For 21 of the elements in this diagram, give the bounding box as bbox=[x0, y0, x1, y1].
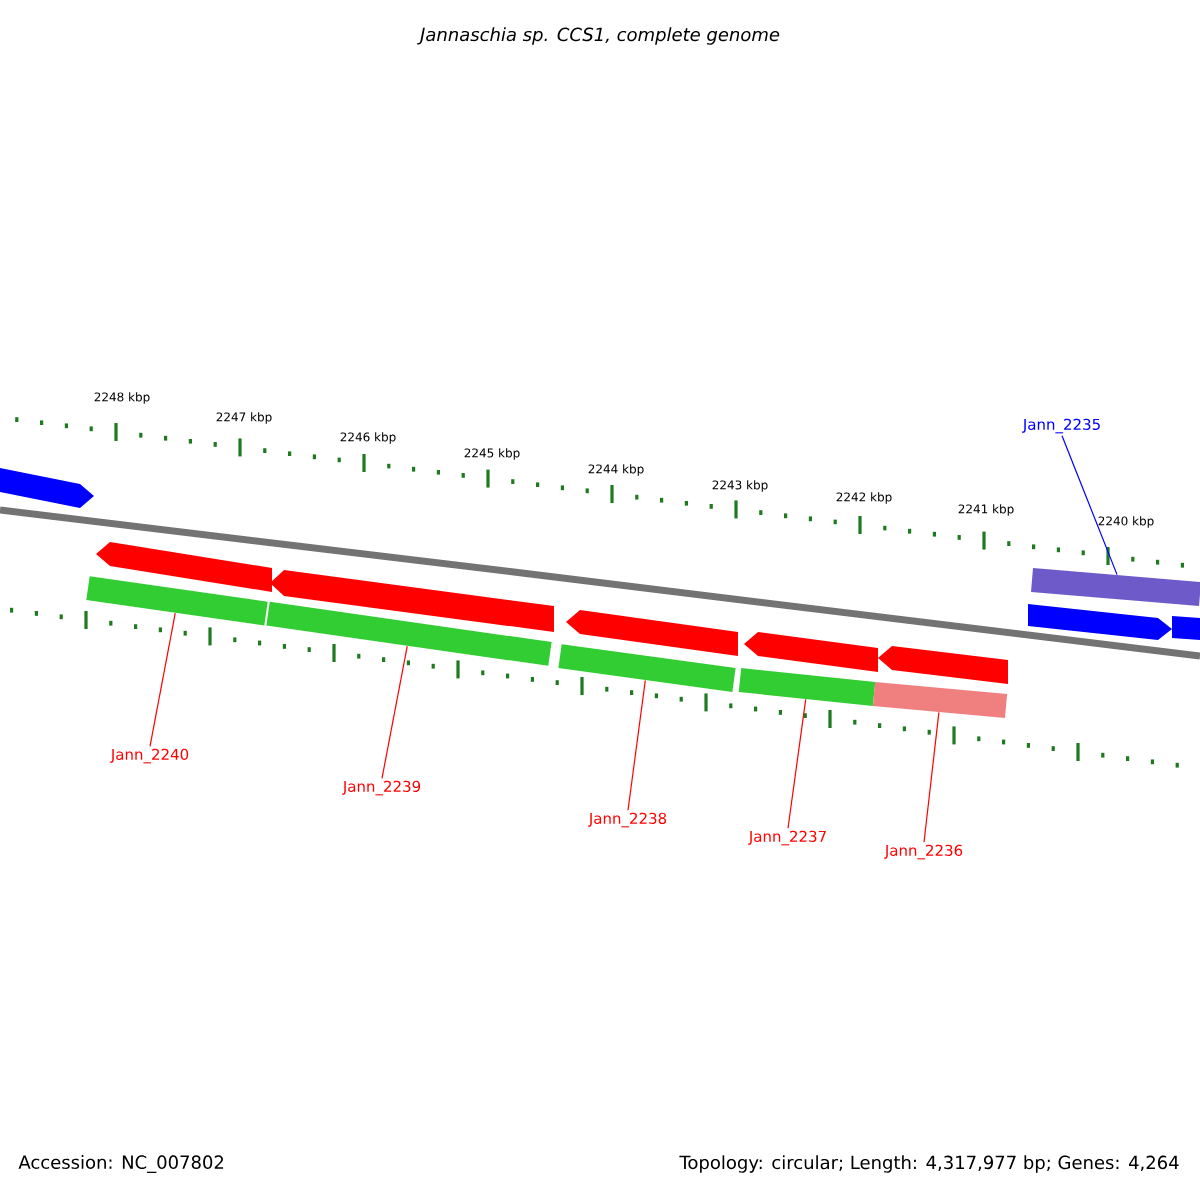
gene-bar bbox=[266, 601, 552, 666]
gene-arrow-shape bbox=[566, 610, 738, 656]
gene-arrow-shape bbox=[0, 468, 94, 508]
gene-bar bbox=[86, 576, 268, 626]
info-text: Accession: NC_007802 bbox=[18, 1155, 224, 1173]
gene-bar bbox=[1031, 568, 1200, 606]
info-text: Topology: circular; Length: 4,317,977 bp; Genes: 4,264 bbox=[679, 1155, 1179, 1173]
gene-arrow-shape bbox=[270, 570, 554, 632]
leader-line bbox=[787, 698, 807, 829]
gene-arrow-shape bbox=[744, 632, 878, 672]
title: Jannaschia sp. CCS1, complete genome bbox=[417, 27, 780, 45]
leader-line bbox=[627, 679, 646, 811]
gene-bar bbox=[738, 668, 876, 706]
leader-line bbox=[1061, 435, 1118, 576]
leader-line bbox=[149, 612, 176, 747]
gene-arrow-shape bbox=[96, 542, 272, 592]
gene-arrow-shape bbox=[1172, 616, 1200, 640]
gene-arrow-shape bbox=[878, 646, 1008, 684]
leader-line bbox=[923, 711, 940, 843]
gene-bar bbox=[872, 682, 1008, 718]
gene-bar bbox=[558, 644, 736, 692]
